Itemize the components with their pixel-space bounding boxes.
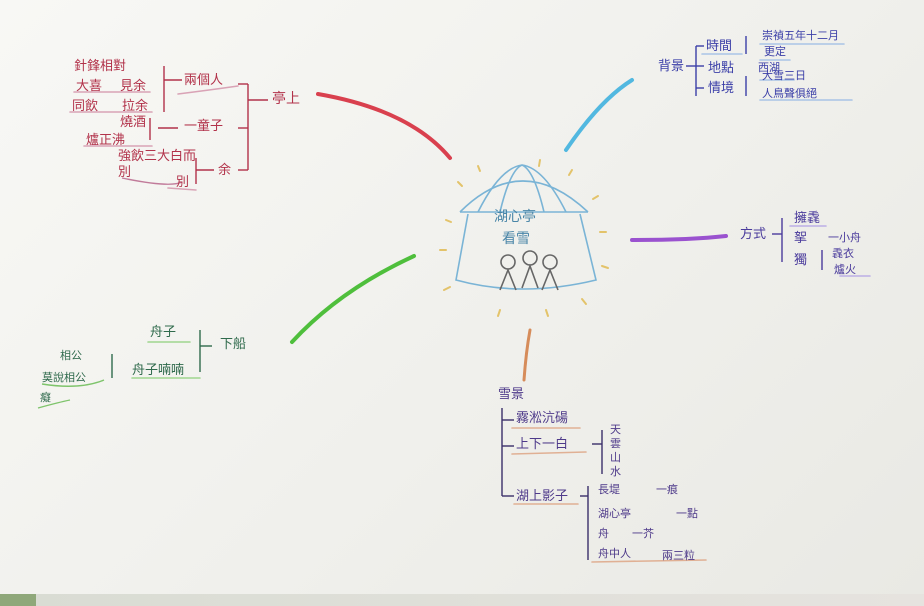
node-scene-snow: 大雪三日 — [762, 69, 806, 82]
branch-line-top-right — [564, 78, 634, 152]
node-stove-boiling: 爐正沸 — [86, 133, 126, 148]
node-drink-three: 強飲三大白而 — [118, 149, 197, 164]
branch-label-right: 方式 — [740, 227, 767, 242]
node-scene: 情境 — [708, 81, 735, 96]
center-title-line1: 湖心亭 — [494, 209, 536, 225]
node-boat: 舟 — [598, 527, 609, 540]
node-face-to-face: 針鋒相對 — [74, 59, 127, 74]
node-foolish: 癡 — [40, 391, 51, 404]
node-two-people: 兩個人 — [184, 73, 224, 88]
node-farewell: 別 — [176, 175, 190, 190]
pavilion-drawing — [455, 164, 597, 291]
branch-line-top-left — [316, 92, 452, 160]
node-pull-me: 拉余 — [122, 99, 149, 114]
node-alone: 獨 — [794, 253, 808, 268]
underlines — [69, 43, 871, 563]
branch-line-bottom — [522, 328, 532, 382]
connectors-top-left — [121, 66, 268, 185]
connectors-bottom — [501, 408, 603, 560]
node-boatman-mutter: 舟子喃喃 — [132, 363, 185, 378]
node-two-three-grains: 兩三粒 — [662, 549, 695, 562]
sun-rays — [439, 159, 609, 317]
node-row: 挐 — [794, 231, 808, 246]
node-sir: 相公 — [60, 349, 82, 362]
node-heat-wine: 燒酒 — [120, 115, 147, 130]
branch-label-bottom-left: 下船 — [220, 337, 247, 352]
connectors-top-right — [686, 36, 747, 96]
center-title-line2: 看雪 — [502, 231, 530, 247]
node-lake-pavilion: 湖心亭 — [598, 507, 631, 520]
node-place: 地點 — [708, 61, 735, 76]
node-see-me: 見余 — [120, 79, 147, 94]
node-scene-silence: 人鳥聲俱絕 — [762, 87, 817, 100]
connectors-right — [772, 218, 823, 270]
node-lake-shadows: 湖上影子 — [516, 489, 569, 504]
node-time-hour: 更定 — [764, 45, 786, 58]
node-time-year: 崇禎五年十二月 — [762, 29, 839, 42]
branch-label-bottom: 雪景 — [498, 387, 525, 402]
node-then: 別 — [118, 165, 132, 180]
node-dont-say-sir: 莫說相公 — [42, 371, 86, 384]
node-cloud: 雲 — [610, 437, 621, 450]
node-long-dike: 長堤 — [598, 483, 620, 496]
bottom-strip — [0, 594, 924, 606]
node-people-in-boat: 舟中人 — [598, 547, 631, 560]
node-one-mustard: 一芥 — [632, 527, 654, 540]
node-all-white: 上下一白 — [516, 437, 569, 452]
connectors-bottom-left — [37, 330, 212, 409]
node-one-dot: 一點 — [676, 507, 698, 520]
node-water: 水 — [610, 465, 621, 478]
node-sky: 天 — [610, 423, 621, 436]
branch-label-top-left: 亭上 — [272, 91, 300, 107]
node-me: 余 — [218, 163, 232, 178]
branch-line-bottom-left — [290, 254, 416, 344]
node-mountain: 山 — [610, 451, 621, 464]
node-one-boy: 一童子 — [184, 119, 224, 134]
node-drink-together: 同飲 — [72, 99, 99, 114]
branch-label-top-right: 背景 — [658, 59, 685, 74]
node-fur: 擁毳 — [794, 211, 821, 226]
node-time: 時間 — [706, 39, 733, 54]
node-fur-coat: 毳衣 — [832, 247, 854, 260]
node-frost-mist: 霧淞沆碭 — [516, 411, 569, 426]
node-place-west-lake: 西湖 — [758, 61, 780, 74]
node-one-mark: 一痕 — [656, 483, 678, 496]
node-small-boat: 一小舟 — [828, 231, 861, 244]
node-stove-fire: 爐火 — [834, 263, 856, 276]
node-boatman: 舟子 — [150, 325, 177, 340]
branch-line-right — [630, 234, 728, 242]
node-big-joy: 大喜 — [76, 79, 103, 94]
